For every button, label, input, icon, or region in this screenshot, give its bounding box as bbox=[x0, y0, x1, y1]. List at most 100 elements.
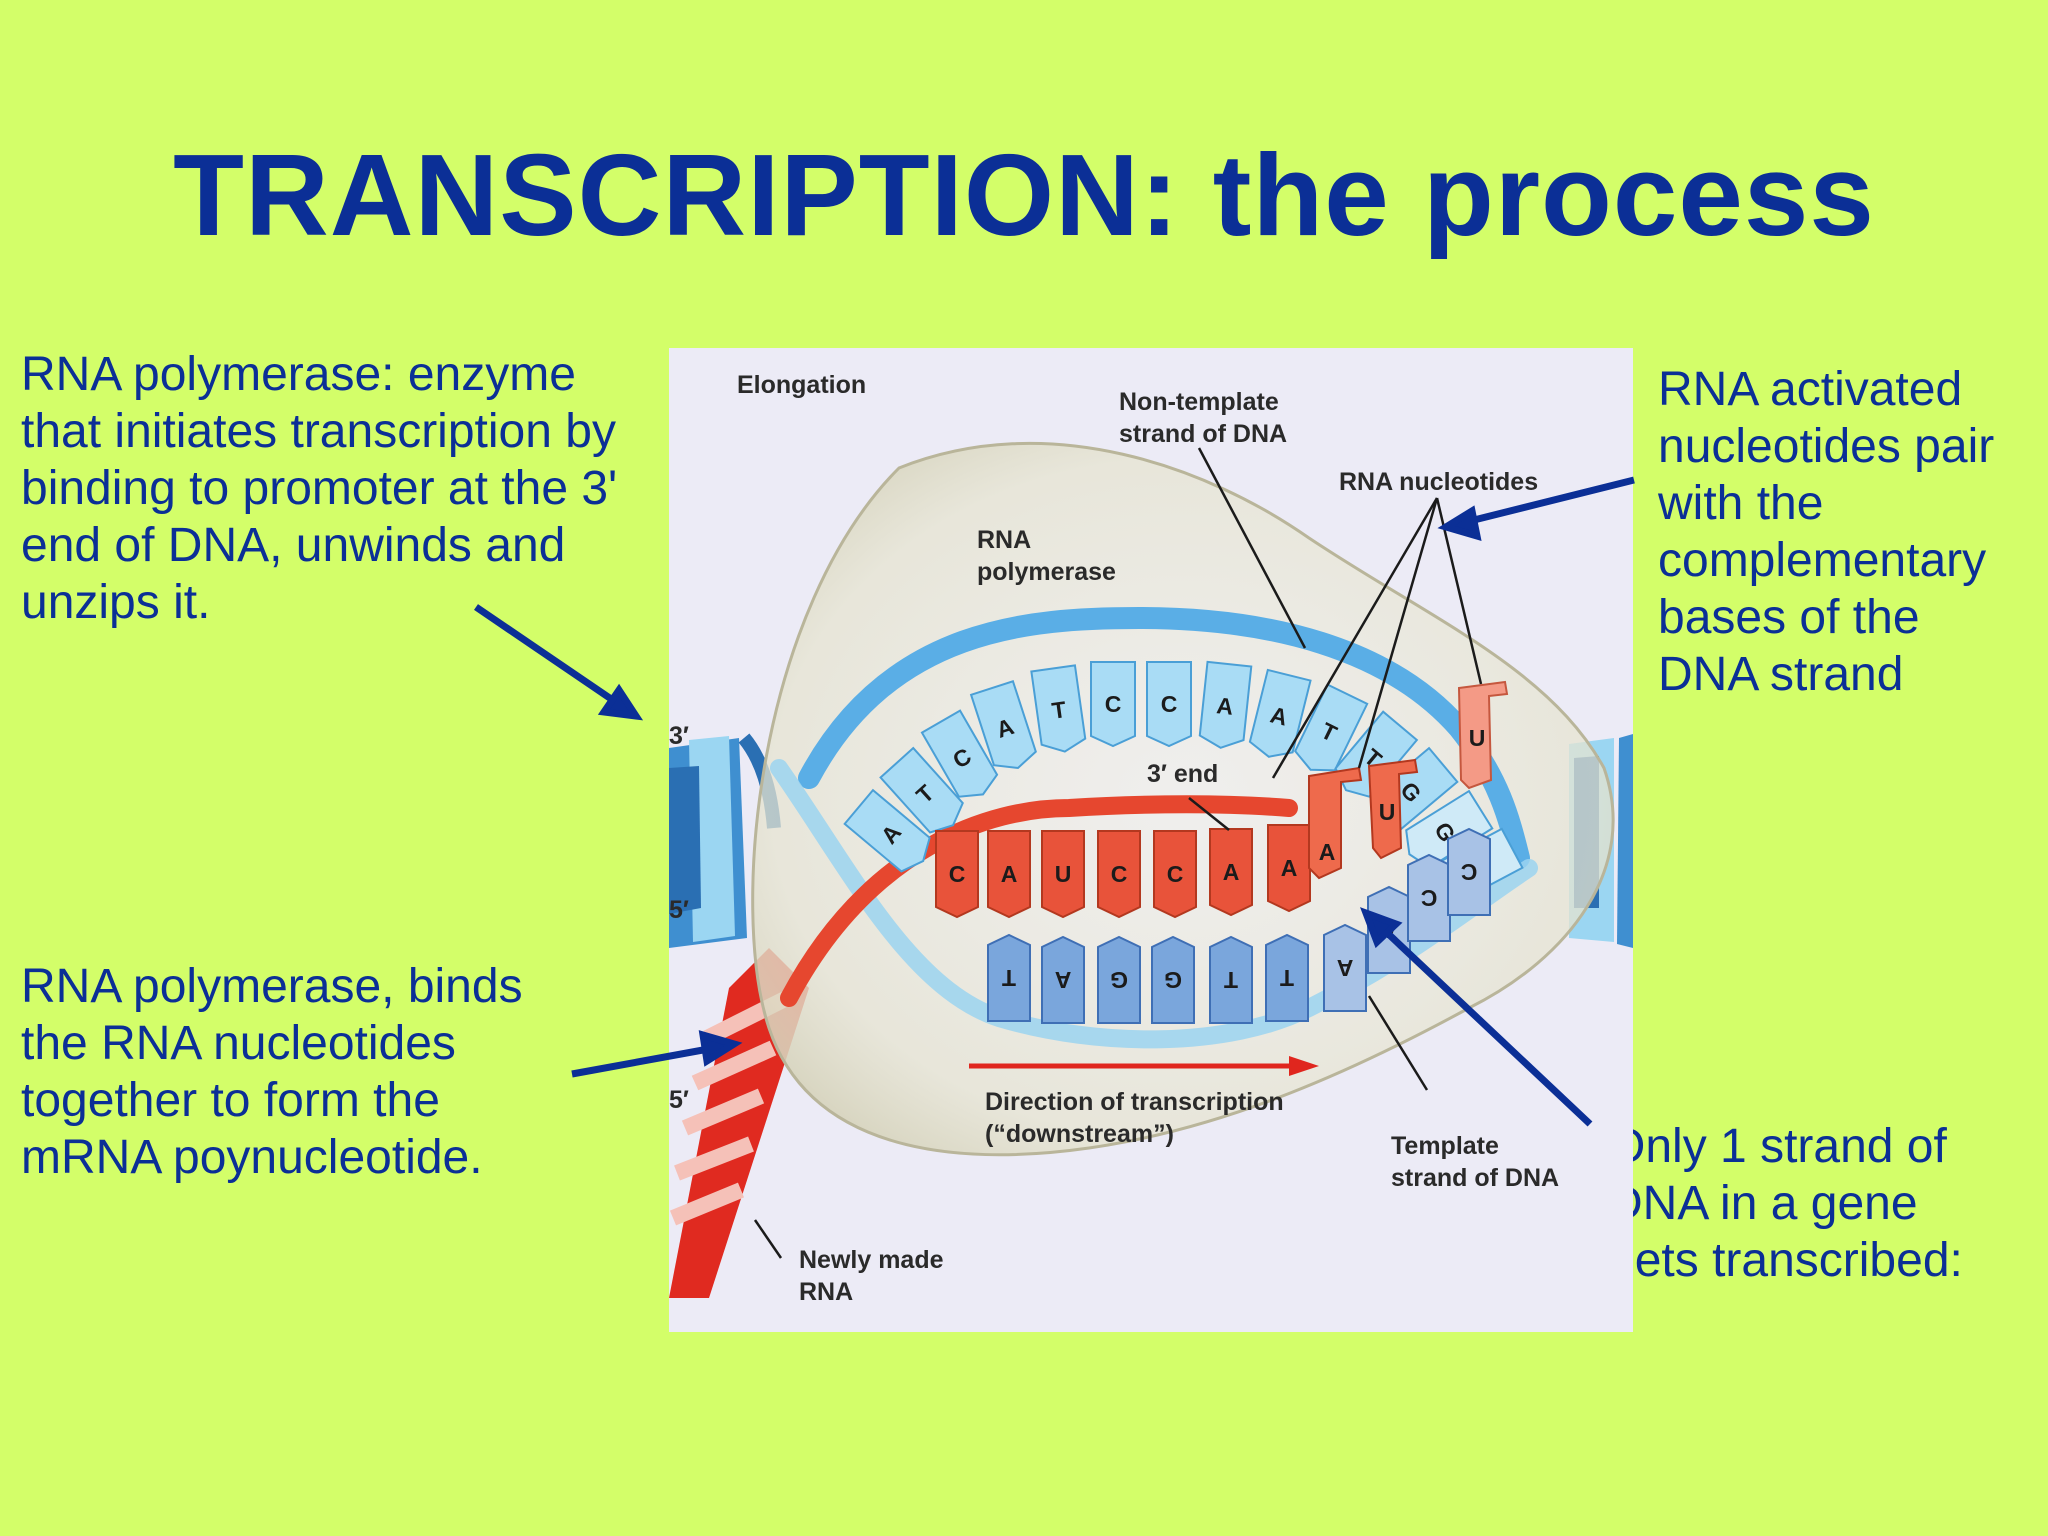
base-letter: A bbox=[1055, 967, 1072, 993]
base-tile: A bbox=[1323, 923, 1367, 1012]
base-shape bbox=[969, 679, 1037, 769]
base-tile: U bbox=[1041, 830, 1085, 919]
base-shape bbox=[1248, 668, 1312, 758]
base-letter: T bbox=[1002, 965, 1016, 991]
base-tile: A bbox=[1267, 824, 1311, 913]
note-one-strand-transcribed: Only 1 strand of DNA in a gene gets tran… bbox=[1608, 1118, 1963, 1289]
base-letter: C bbox=[949, 861, 966, 887]
base-shape bbox=[1030, 664, 1087, 753]
base-tile: G bbox=[1151, 935, 1195, 1024]
note-activated-nucleotides: RNA activated nucleotides pair with the … bbox=[1658, 361, 1994, 703]
base-shape bbox=[987, 830, 1031, 919]
direction-label: (“downstream”) bbox=[985, 1120, 1174, 1148]
base-shape bbox=[1151, 935, 1195, 1024]
base-shape bbox=[1097, 935, 1141, 1024]
end-label-5-prime: 5′ bbox=[669, 896, 689, 924]
note-line: bases of the bbox=[1658, 591, 1920, 644]
base-tile: A bbox=[969, 679, 1037, 769]
base-shape bbox=[843, 788, 931, 873]
end-label-3-prime: 3′ bbox=[669, 722, 689, 750]
base-shape bbox=[1041, 830, 1085, 919]
base-tile: C bbox=[920, 709, 999, 798]
base-tile: A bbox=[1198, 660, 1253, 749]
newly-made-rna-label: RNA bbox=[799, 1278, 853, 1306]
base-letter: T bbox=[1050, 696, 1068, 724]
base-letter: C bbox=[1161, 691, 1178, 717]
base-letter: T bbox=[1280, 965, 1294, 991]
base-letter: A bbox=[993, 713, 1017, 743]
base-letter: C bbox=[1167, 861, 1184, 887]
template-label: strand of DNA bbox=[1391, 1164, 1559, 1192]
base-tile: C bbox=[935, 830, 979, 919]
rna-backbone bbox=[780, 795, 1298, 1007]
note-line: unzips it. bbox=[21, 576, 211, 629]
note-line: complementary bbox=[1658, 534, 1987, 587]
base-letter: C bbox=[1461, 859, 1478, 885]
base-shape bbox=[1209, 935, 1253, 1024]
base-letter: A bbox=[1268, 701, 1290, 730]
base-letter: A bbox=[1381, 917, 1398, 943]
note-line: RNA activated bbox=[1658, 363, 1963, 416]
base-letter: A bbox=[1001, 861, 1018, 887]
base-letter: U bbox=[1055, 861, 1072, 887]
note-line: nucleotides pair bbox=[1658, 420, 1995, 473]
note-line: with the bbox=[1658, 477, 1824, 530]
base-tile: A bbox=[1367, 885, 1411, 974]
base-letter: A bbox=[1337, 955, 1354, 981]
note-line: together to form the bbox=[21, 1074, 440, 1127]
non-template-label: strand of DNA bbox=[1119, 420, 1287, 448]
note-line: DNA in a gene bbox=[1608, 1177, 1918, 1230]
note-line: DNA strand bbox=[1658, 648, 1904, 701]
base-tile: A bbox=[1209, 828, 1253, 917]
base-letter: A bbox=[1223, 859, 1240, 885]
stage-label: Elongation bbox=[737, 371, 866, 399]
incoming-base: A bbox=[1319, 839, 1336, 865]
base-tile: T bbox=[1265, 933, 1309, 1022]
note-rna-polymerase-initiates: RNA polymerase: enzyme that initiates tr… bbox=[21, 346, 617, 631]
base-shape bbox=[920, 709, 999, 798]
base-letter: G bbox=[1110, 967, 1128, 993]
base-letter: C bbox=[1111, 861, 1128, 887]
base-shape bbox=[1294, 683, 1369, 772]
base-shape bbox=[1153, 830, 1197, 919]
rna-polymerase-label: polymerase bbox=[977, 558, 1116, 586]
note-rna-polymerase-binds: RNA polymerase, binds the RNA nucleotide… bbox=[21, 958, 523, 1186]
base-shape bbox=[1090, 661, 1136, 748]
note-line: RNA polymerase: enzyme bbox=[21, 348, 576, 401]
note-line: mRNA poynucleotide. bbox=[21, 1131, 483, 1184]
note-line: end of DNA, unwinds and bbox=[21, 519, 566, 572]
rna-nucleotides-label: RNA nucleotides bbox=[1339, 468, 1538, 496]
base-shape bbox=[1265, 933, 1309, 1022]
base-tile: T bbox=[1030, 664, 1087, 753]
base-tile: G bbox=[1097, 935, 1141, 1024]
base-letter: G bbox=[1164, 967, 1182, 993]
base-shape bbox=[987, 933, 1031, 1022]
base-tile: A bbox=[1041, 935, 1085, 1024]
base-tile: C bbox=[1407, 853, 1451, 942]
base-tile: T bbox=[1294, 683, 1369, 772]
base-tile: C bbox=[1146, 661, 1192, 748]
base-shape bbox=[935, 830, 979, 919]
base-shape bbox=[1447, 827, 1491, 916]
newly-made-rna-label: Newly made bbox=[799, 1246, 944, 1274]
base-tile: A bbox=[843, 788, 931, 873]
base-tile: C bbox=[1090, 661, 1136, 748]
base-shape bbox=[1198, 660, 1253, 749]
three-prime-end-label: 3′ end bbox=[1147, 760, 1218, 788]
base-tile: T bbox=[987, 933, 1031, 1022]
base-letter: A bbox=[1215, 692, 1234, 720]
note-line: binding to promoter at the 3' bbox=[21, 462, 618, 515]
base-tile: T bbox=[879, 746, 964, 834]
note-line: the RNA nucleotides bbox=[21, 1017, 456, 1070]
note-line: gets transcribed: bbox=[1608, 1234, 1963, 1287]
end-label-5-prime: 5′ bbox=[669, 1086, 689, 1114]
template-label: Template bbox=[1391, 1132, 1499, 1160]
incoming-base: U bbox=[1469, 725, 1486, 751]
note-line: that initiates transcription by bbox=[21, 405, 616, 458]
base-tile: C bbox=[1153, 830, 1197, 919]
non-template-label: Non-template bbox=[1119, 388, 1279, 416]
base-shape bbox=[1097, 830, 1141, 919]
base-letter: C bbox=[1421, 885, 1438, 911]
